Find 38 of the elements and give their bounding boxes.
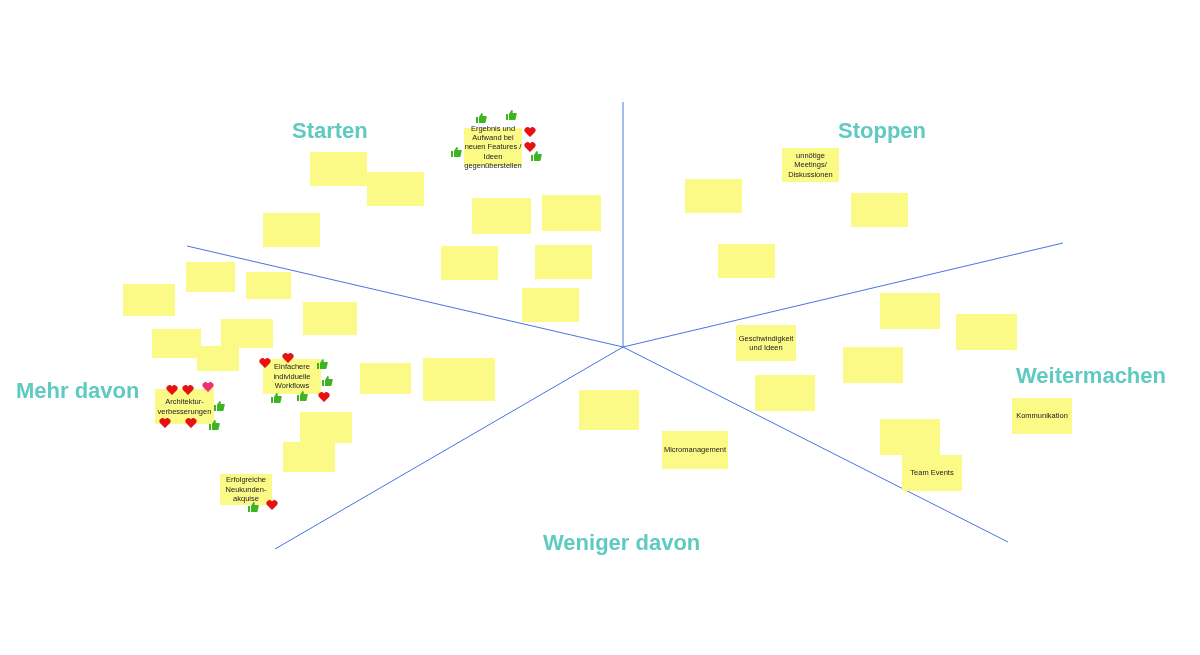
sticky-note [367, 172, 424, 206]
sticky-note [197, 346, 239, 371]
sticky-note [579, 390, 639, 430]
sticky-note [303, 302, 357, 335]
sticky-note [736, 325, 796, 361]
sticky-note [718, 244, 775, 278]
sticky-note [662, 431, 728, 469]
sticky-note [535, 245, 592, 279]
sticky-note [283, 442, 335, 472]
section-heading: Weniger davon [543, 530, 701, 556]
sticky-note [441, 246, 498, 280]
sticky-note [522, 288, 579, 322]
sticky-note [263, 213, 320, 247]
sticky-note [246, 272, 291, 299]
sticky-note [542, 195, 601, 231]
sticky-note [360, 363, 411, 394]
sticky-note [851, 193, 908, 227]
sticky-note [755, 375, 815, 411]
section-heading: Stoppen [838, 118, 926, 144]
sticky-note [880, 293, 940, 329]
sticky-note [186, 262, 235, 292]
sticky-note [423, 358, 495, 401]
sticky-note [843, 347, 903, 383]
section-heading: Starten [292, 118, 368, 144]
sticky-note [902, 455, 962, 491]
sticky-note [221, 319, 273, 348]
sticky-note [300, 412, 352, 443]
sticky-note [685, 179, 742, 213]
sticky-note [472, 198, 531, 234]
sticky-note [123, 284, 175, 316]
sticky-note [152, 329, 201, 358]
sticky-note [1012, 398, 1072, 434]
sticky-note [956, 314, 1017, 350]
sticky-note [310, 152, 367, 186]
sticky-note [880, 419, 940, 455]
section-heading: Weitermachen [1016, 363, 1166, 389]
sticky-note [263, 359, 321, 394]
section-heading: Mehr davon [16, 378, 140, 404]
